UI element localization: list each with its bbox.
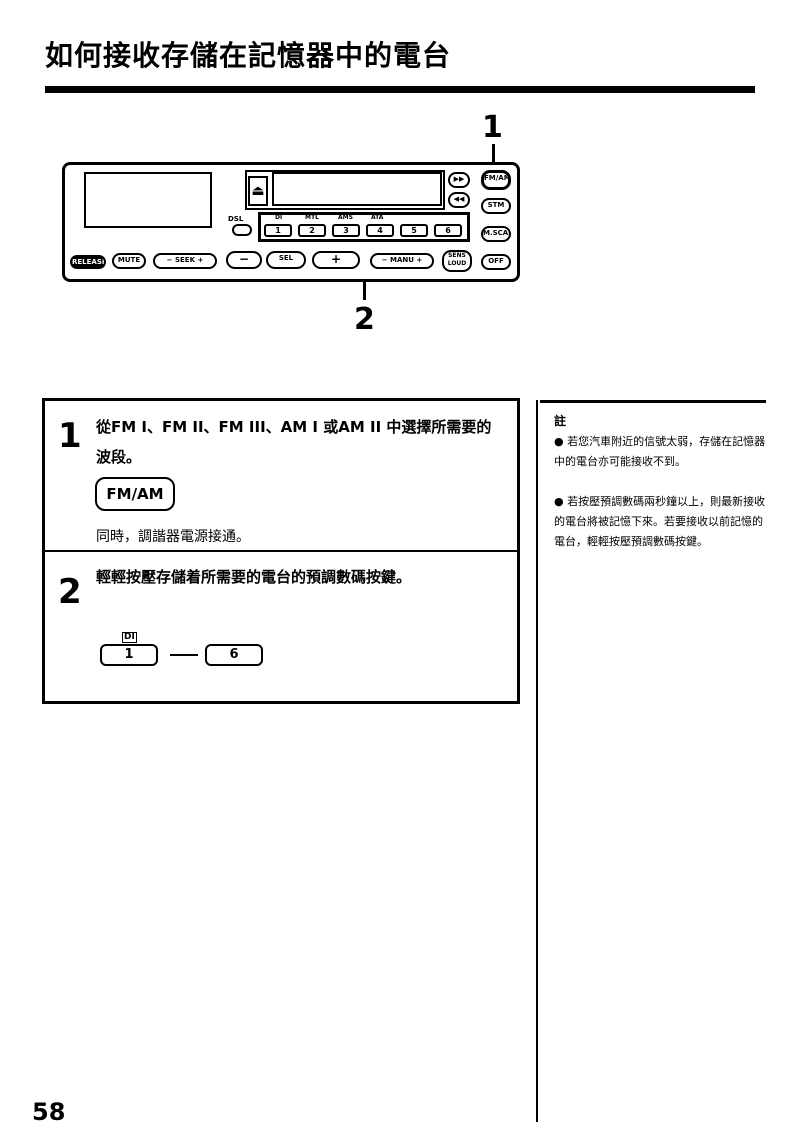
- fm-am-button[interactable]: FM/AM: [481, 170, 511, 190]
- preset-key-4[interactable]: 4: [366, 224, 394, 237]
- preset-label-ams: AMS: [338, 214, 353, 221]
- step-divider: [45, 550, 517, 552]
- mute-button[interactable]: MUTE: [112, 253, 146, 269]
- seek-button[interactable]: − SEEK +: [153, 253, 217, 269]
- note-item-2-text: 若按壓預調數碼兩秒鐘以上，則最新接收的電台將被記憶下來。若要接收以前記憶的電台，…: [554, 495, 766, 548]
- step-2-key-6: 6: [205, 644, 263, 666]
- note-item-2: ● 若按壓預調數碼兩秒鐘以上，則最新接收的電台將被記憶下來。若要接收以前記憶的電…: [554, 495, 766, 548]
- step-2-key-tag: DI: [122, 632, 137, 643]
- step-1-text-cont: 波段。: [96, 448, 142, 466]
- sel-button[interactable]: SEL: [266, 251, 306, 269]
- preset-keys-group: [258, 212, 470, 242]
- stm-button[interactable]: STM: [481, 198, 511, 214]
- step-1-fm-am-button: FM/AM: [95, 477, 175, 511]
- step-2-key-1: 1: [100, 644, 158, 666]
- mscan-button[interactable]: M.SCAN: [481, 226, 511, 242]
- preset-label-di: DI: [275, 214, 283, 221]
- note-column-line: [536, 400, 538, 1122]
- dsl-button[interactable]: [232, 224, 252, 236]
- off-button[interactable]: OFF: [481, 254, 511, 270]
- callout-2: 2: [354, 302, 375, 337]
- volume-minus-button[interactable]: −: [226, 251, 262, 269]
- preset-key-2[interactable]: 2: [298, 224, 326, 237]
- preset-key-5[interactable]: 5: [400, 224, 428, 237]
- callout-1-leader: [492, 144, 495, 176]
- preset-label-ata: ATA: [371, 214, 384, 221]
- fast-forward-button[interactable]: ▶▶: [448, 172, 470, 188]
- title-rule: [45, 86, 755, 93]
- note-item-1: ● 若您汽車附近的信號太弱，存儲在記憶器中的電台亦可能接收不到。: [554, 435, 766, 468]
- step-2-range-dash: [170, 654, 198, 656]
- page-number: 58: [32, 1098, 66, 1126]
- callout-1: 1: [482, 110, 503, 145]
- preset-key-1[interactable]: 1: [264, 224, 292, 237]
- step-1-number: 1: [58, 416, 82, 456]
- step-2-text: 輕輕按壓存儲着所需要的電台的預調數碼按鍵。: [96, 568, 412, 586]
- page-title: 如何接收存儲在記憶器中的電台: [45, 39, 452, 72]
- preset-label-mtl: MTL: [305, 214, 319, 221]
- preset-key-3[interactable]: 3: [332, 224, 360, 237]
- note-item-1-text: 若您汽車附近的信號太弱，存儲在記憶器中的電台亦可能接收不到。: [554, 435, 766, 468]
- eject-icon[interactable]: ⏏: [248, 176, 268, 206]
- note-heading: 註: [554, 414, 567, 428]
- cassette-frame: [245, 170, 445, 210]
- preset-key-6[interactable]: 6: [434, 224, 462, 237]
- note-rule: [540, 400, 766, 403]
- display-window: [84, 172, 212, 228]
- step-1-note: 同時，調諧器電源接通。: [96, 529, 250, 545]
- steps-box: [42, 398, 520, 704]
- release-button[interactable]: RELEASE: [70, 255, 106, 269]
- step-1-text: 從FM I、FM II、FM III、AM I 或AM II 中選擇所需要的: [96, 418, 492, 436]
- sens-loud-button[interactable]: SENS LOUD: [442, 250, 472, 272]
- manu-button[interactable]: − MANU +: [370, 253, 434, 269]
- dsl-label: DSL: [228, 215, 244, 223]
- volume-plus-button[interactable]: +: [312, 251, 360, 269]
- cassette-slot: [272, 172, 442, 206]
- rewind-button[interactable]: ◀◀: [448, 192, 470, 208]
- step-2-number: 2: [58, 572, 82, 612]
